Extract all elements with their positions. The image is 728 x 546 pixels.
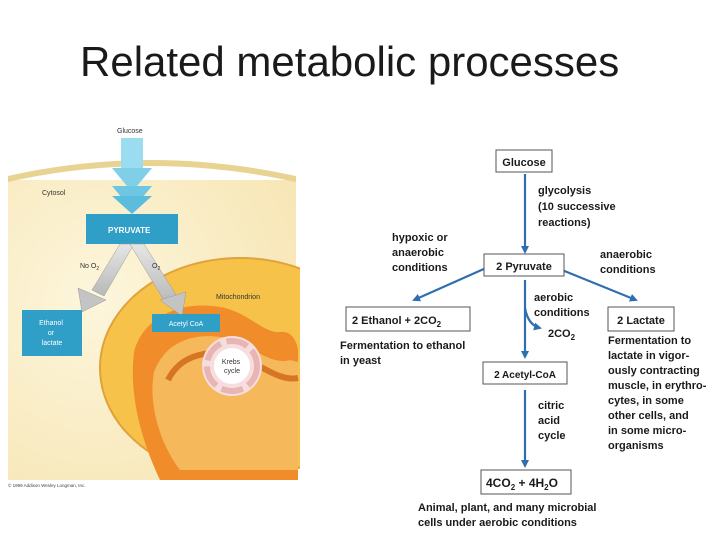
no-oxygen-label: No O2 [80, 263, 99, 272]
anaerobic-arrow [561, 268, 638, 302]
cell-illustration: Glucose Cytosol PYRUVATE No O2 O2 Mitoch… [8, 128, 300, 488]
ethanol-co2-label: 2 Ethanol + 2CO2 [352, 315, 442, 329]
hypoxic-label: hypoxic or anaerobic conditions [392, 232, 451, 274]
acetyl-coa-box [152, 314, 220, 332]
oxygen-label: O2 [152, 263, 160, 272]
glucose-box [495, 149, 553, 173]
mitochondrion-label: Mitochondrion [216, 294, 260, 301]
oxygen-arrow [129, 243, 187, 317]
acetyl-coa-label: 2 Acetyl-CoA [494, 370, 556, 381]
copyright-notice: © 1999 Addison Wesley Longman, Inc. [8, 482, 86, 488]
ethanol-lactate-box [22, 310, 82, 356]
co2-label: 2CO2 [548, 328, 576, 342]
ethanol-co2-box [345, 306, 471, 332]
aerobic-label: aerobic conditions [534, 292, 590, 319]
cytosol-label: Cytosol [42, 190, 66, 197]
co2-release-arrow [523, 307, 542, 331]
hypoxic-arrow [412, 266, 487, 302]
krebs-cycle [202, 336, 262, 396]
left-glucose-label: Glucose [117, 128, 143, 135]
anaerobic-label: anaerobic conditions [600, 249, 656, 276]
ferment-ethanol-label: Fermentation to ethanol in yeast [340, 340, 468, 367]
krebs-cycle-label: Krebs cycle [222, 359, 242, 375]
glucose-label: Glucose [502, 157, 545, 169]
ethanol-lactate-label: Ethanol or lactate [39, 320, 65, 347]
glycolysis-label: glycolysis (10 successive reactions) [538, 185, 619, 229]
pyruvate-box-right [483, 253, 565, 277]
aerobic-cells-label: Animal, plant, and many microbial cells … [418, 502, 600, 529]
ferment-lactate-label: Fermentation to lactate in vigor- ously … [608, 335, 709, 452]
acetyl-coa-box-right [482, 361, 568, 385]
lactate-box [607, 306, 675, 332]
no-oxygen-arrow [77, 243, 135, 313]
citric-acid-label: citric acid cycle [538, 400, 567, 442]
products-box [480, 469, 572, 495]
pyruvate-label: 2 Pyruvate [496, 261, 552, 273]
cell-membrane [8, 160, 296, 182]
products-label: 4CO2 + 4H2O [486, 476, 558, 492]
slide-title: Related metabolic processes [80, 38, 620, 85]
left-pyruvate-label: PYRUVATE [108, 226, 151, 235]
lactate-label: 2 Lactate [617, 315, 665, 327]
pyruvate-box [86, 214, 178, 244]
left-acetyl-coa-label: Acetyl CoA [169, 321, 204, 328]
glucose-arrow [112, 138, 152, 214]
